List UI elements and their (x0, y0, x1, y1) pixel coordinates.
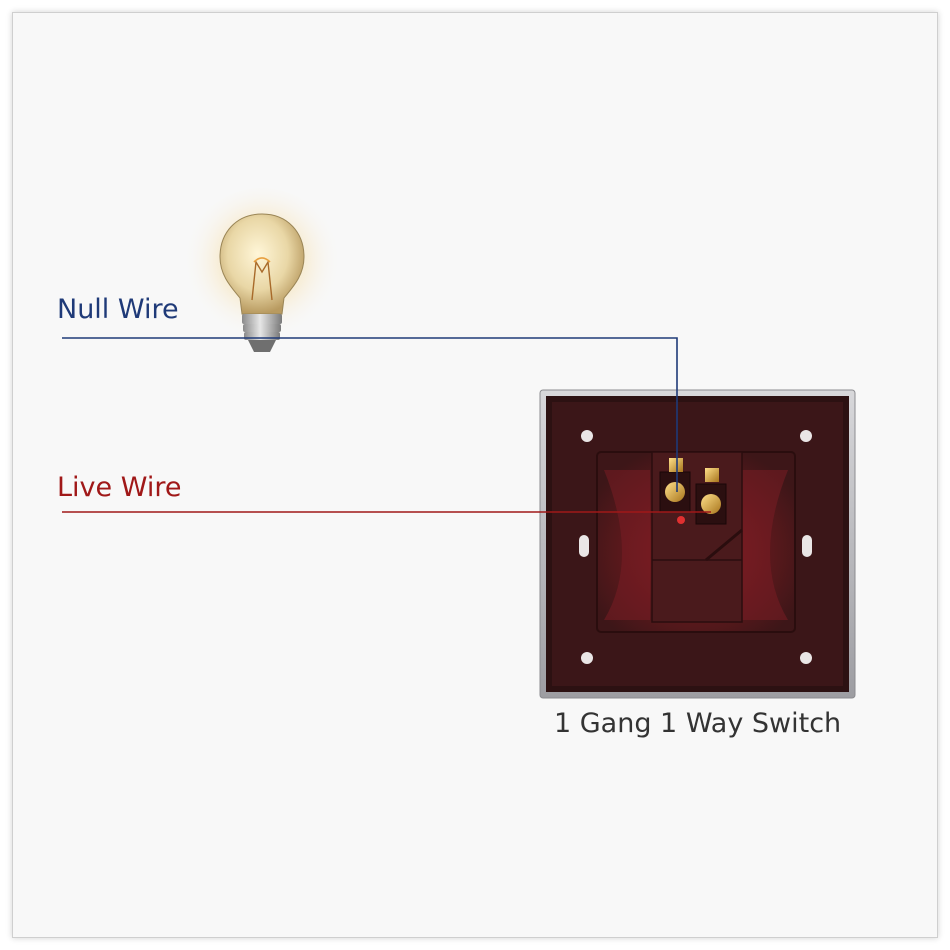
null-wire-label: Null Wire (57, 294, 179, 325)
light-bulb-icon (182, 188, 342, 352)
null-wire-line (62, 337, 678, 492)
switch-caption: 1 Gang 1 Way Switch (554, 708, 842, 739)
live-wire-label: Live Wire (57, 472, 182, 503)
wall-switch-back-icon (539, 389, 856, 699)
